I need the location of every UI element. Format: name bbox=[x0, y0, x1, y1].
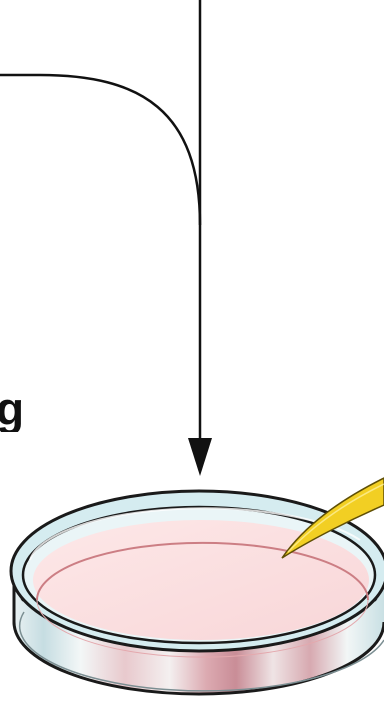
arrow-down-icon bbox=[188, 438, 212, 476]
incoming-curve-line bbox=[0, 75, 200, 225]
edge-label-fragment: g bbox=[0, 386, 26, 432]
